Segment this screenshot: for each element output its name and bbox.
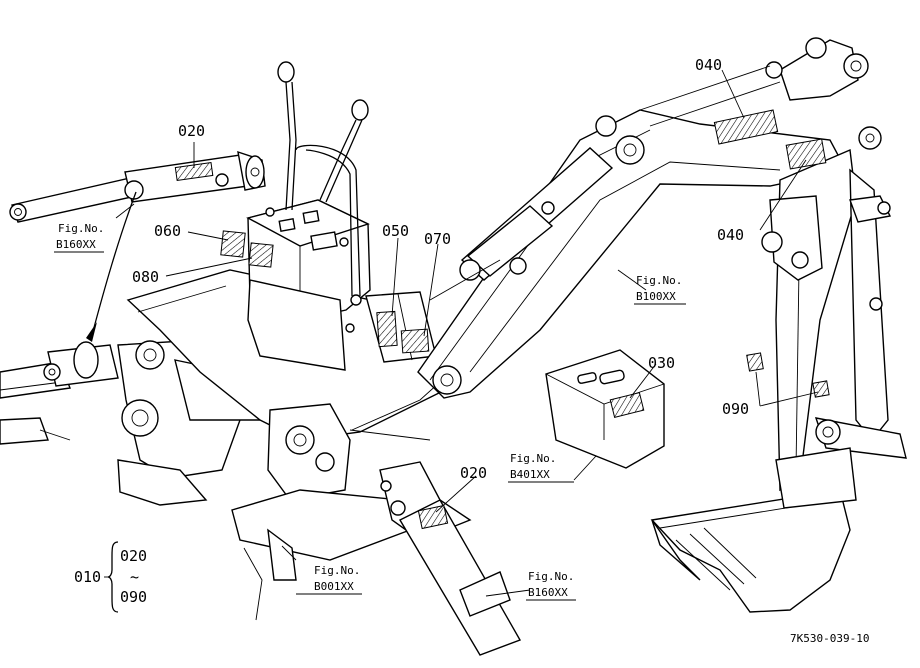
bracket-top-label: 020 [120, 547, 147, 565]
leader-lines [115, 69, 819, 597]
figref-boom-b100: Fig.No. B100XX [634, 274, 686, 305]
arm-assembly [761, 148, 907, 492]
left-hydraulic-cylinder [9, 150, 266, 223]
decal-050-left [376, 310, 398, 348]
label-070: 070 [424, 230, 451, 248]
assembly-arrow-head [86, 322, 97, 342]
label-030: 030 [648, 354, 675, 372]
assembly-arrow [91, 191, 137, 336]
svg-text:Fig.No.: Fig.No. [510, 452, 556, 465]
decal-020-top [174, 161, 214, 182]
decal-020-bottom [417, 504, 449, 530]
lower-frame [231, 403, 431, 621]
label-090: 090 [722, 400, 749, 418]
bracket-mid-label: ~ [130, 568, 139, 586]
boom-assembly [417, 37, 882, 399]
figref-bottom-b160: Fig.No. B160XX [526, 570, 576, 601]
svg-text:Fig.No.: Fig.No. [636, 274, 682, 287]
bracket-bottom-label: 090 [120, 588, 147, 606]
decal-080 [248, 242, 274, 268]
svg-text:Fig.No.: Fig.No. [528, 570, 574, 583]
decal-050-right [400, 328, 430, 354]
curly-brace [107, 541, 119, 613]
figref-left-b160: Fig.No. B160XX [54, 222, 104, 253]
svg-text:B401XX: B401XX [510, 468, 550, 481]
svg-text:B160XX: B160XX [56, 238, 96, 251]
svg-text:B160XX: B160XX [528, 586, 568, 599]
drawing-code: 7K530-039-10 [790, 632, 869, 645]
label-010: 010 [74, 568, 101, 586]
figref-frame-b001: Fig.No. B001XX [296, 564, 362, 595]
label-040-top: 040 [695, 56, 722, 74]
bottom-hydraulic-cylinder [379, 461, 522, 656]
label-040-mid: 040 [717, 226, 744, 244]
decal-090-b [812, 380, 830, 398]
label-060: 060 [154, 222, 181, 240]
boom-cylinder [429, 147, 614, 301]
svg-text:B001XX: B001XX [314, 580, 354, 593]
svg-text:Fig.No.: Fig.No. [58, 222, 104, 235]
assembly-bracket-010: 010 020 ~ 090 [74, 541, 147, 613]
svg-text:B100XX: B100XX [636, 290, 676, 303]
label-020-top: 020 [178, 122, 205, 140]
decal-030 [609, 392, 645, 418]
step-cover-030 [545, 349, 665, 469]
decal-040-top [713, 109, 779, 145]
control-levers [277, 61, 369, 297]
figref-canopy-b401: Fig.No. B401XX [508, 452, 574, 483]
bucket [650, 447, 857, 613]
label-020-bottom: 020 [460, 464, 487, 482]
svg-text:Fig.No.: Fig.No. [314, 564, 360, 577]
decal-090-a [746, 352, 764, 372]
label-080: 080 [132, 268, 159, 286]
decal-040-mid [785, 138, 827, 170]
decal-060 [220, 230, 246, 258]
control-box [246, 199, 371, 371]
label-050: 050 [382, 222, 409, 240]
